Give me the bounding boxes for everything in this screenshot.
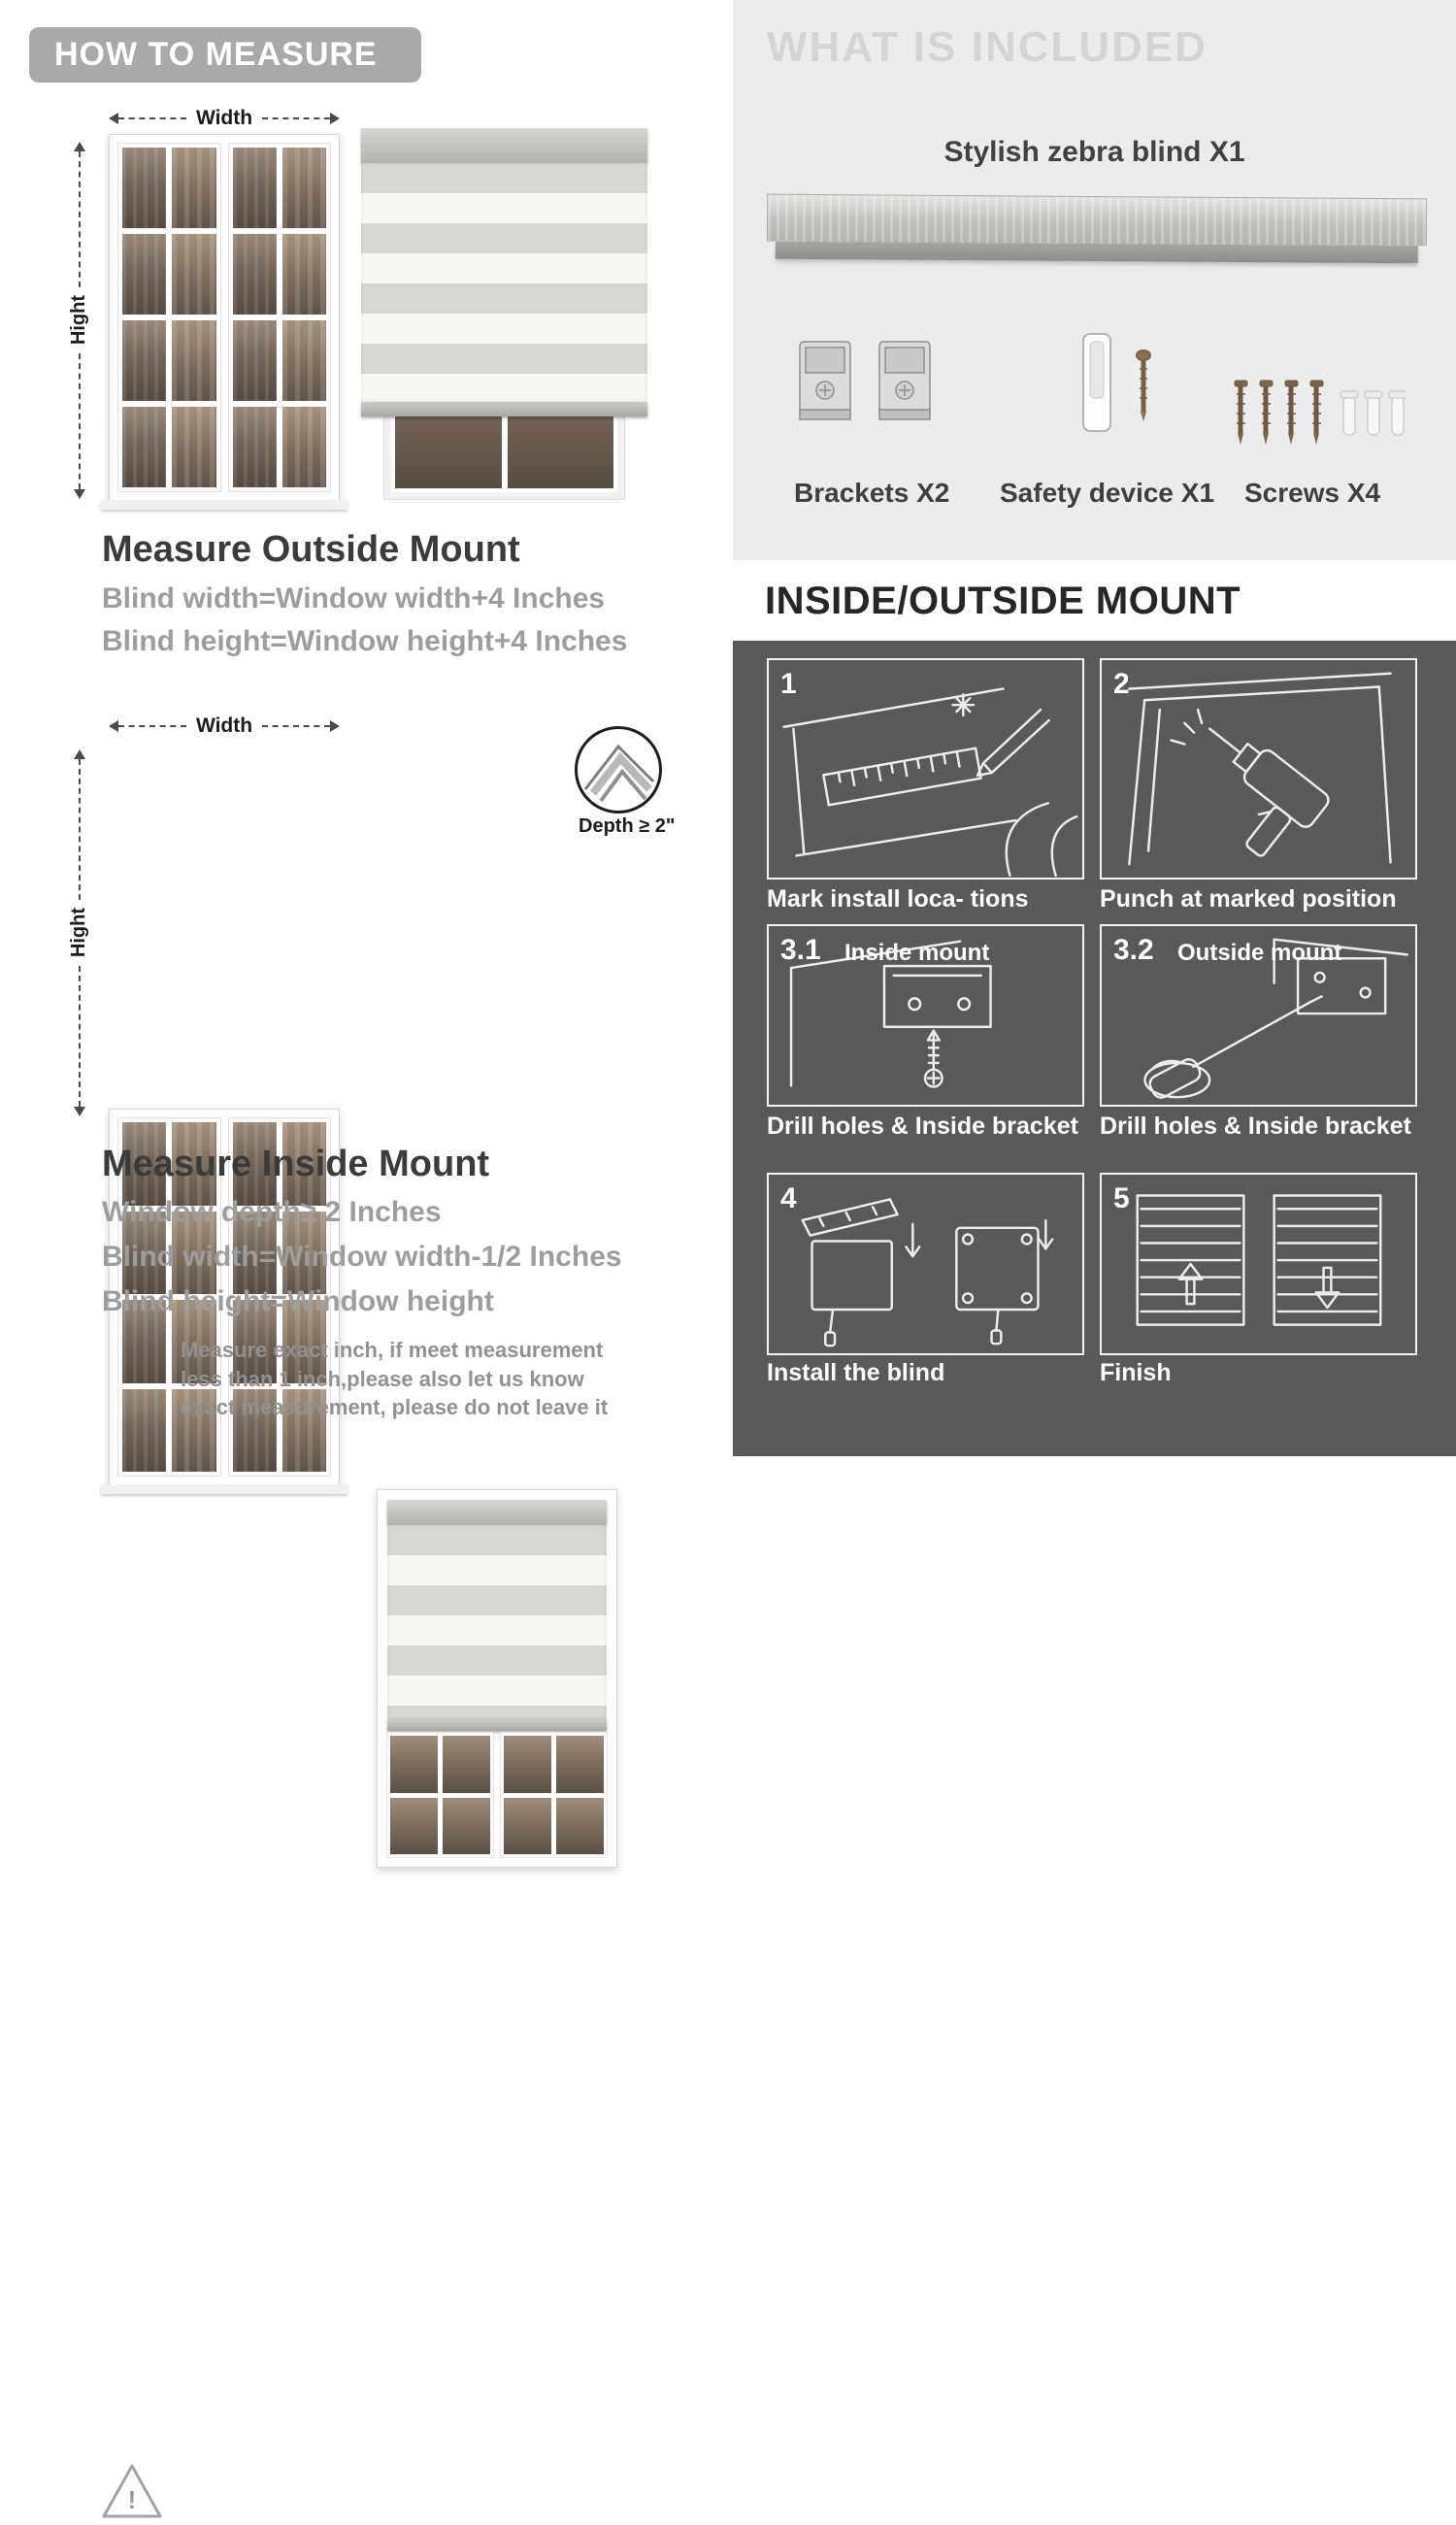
step-number: 2 xyxy=(1113,668,1130,700)
window-sash xyxy=(117,1117,221,1477)
warning-triangle-icon: ! xyxy=(100,2462,164,2520)
warning-exclamation: ! xyxy=(127,2485,137,2514)
height-arrow-inside: Hight xyxy=(68,749,90,1116)
width-arrow-outside: Width xyxy=(109,107,340,130)
step-2-caption: Punch at marked position xyxy=(1100,885,1397,913)
blind-stripes xyxy=(387,1525,607,1719)
step-3-1-box: 3.1 Inside mount xyxy=(767,924,1084,1107)
step-number: 4 xyxy=(780,1182,797,1214)
inside-mount-line2: Blind width=Window width-1/2 Inches xyxy=(102,1241,622,1273)
depth-label: Depth ≥ 2" xyxy=(579,815,676,837)
headrail-product-image xyxy=(766,193,1428,264)
width-label: Width xyxy=(195,107,253,129)
safety-device-label: Safety device X1 xyxy=(1000,478,1215,508)
height-arrow-outside: Hight xyxy=(68,142,90,499)
step-inner-label: Outside mount xyxy=(1177,940,1342,966)
mount-header-band xyxy=(733,560,1456,641)
arrow-up-icon xyxy=(73,749,85,759)
window-corner-icon xyxy=(583,744,655,803)
screws-icon xyxy=(1231,377,1407,461)
infographic-page: HOW TO MEASURE Width Hight Measure Outsi… xyxy=(29,0,1456,2518)
step-number: 3.1 xyxy=(780,934,821,966)
step-2-box: 2 xyxy=(1100,658,1417,880)
step-number: 3.2 xyxy=(1113,934,1154,966)
screws-label: Screws X4 xyxy=(1244,478,1381,508)
outside-mount-line1: Blind width=Window width+4 Inches xyxy=(102,582,606,615)
step-4-caption: Install the blind xyxy=(767,1359,945,1386)
mount-header: INSIDE/OUTSIDE MOUNT xyxy=(765,580,1241,622)
arrow-down-icon xyxy=(73,1107,85,1116)
inside-mount-line3: Blind height=Window height xyxy=(102,1285,494,1317)
window-photo-inside xyxy=(101,1109,347,1494)
install-blind-illustration xyxy=(801,1198,1054,1347)
inside-bracket-illustration xyxy=(789,940,992,1088)
blind-inside-illustration xyxy=(377,1489,617,1868)
width-arrow-inside: Width xyxy=(109,714,340,738)
zebra-blind-label: Stylish zebra blind X1 xyxy=(943,136,1245,168)
arrow-left-icon xyxy=(109,720,118,732)
safety-device-icon xyxy=(1064,330,1190,444)
what-is-included-header: WHAT IS INCLUDED xyxy=(767,23,1208,71)
outside-mount-line2: Blind height=Window height+4 Inches xyxy=(102,625,628,657)
step-number: 5 xyxy=(1113,1182,1130,1214)
step-3-1-caption: Drill holes & Inside bracket xyxy=(767,1113,1078,1140)
what-is-included-panel xyxy=(733,0,1456,560)
window-sash xyxy=(117,143,221,492)
step-4-box: 4 xyxy=(767,1173,1084,1355)
outside-bracket-illustration xyxy=(1143,938,1408,1099)
step-1-box: 1 xyxy=(767,658,1084,880)
blind-headrail xyxy=(387,1500,607,1525)
window-sash xyxy=(227,143,331,492)
window-lower-panes xyxy=(386,1732,608,1858)
brackets-icon xyxy=(794,336,938,438)
arrow-right-icon xyxy=(330,113,340,124)
arrow-left-icon xyxy=(109,113,118,124)
step-number: 1 xyxy=(780,668,797,700)
arrow-up-icon xyxy=(73,142,85,151)
step-1-caption: Mark install loca- tions xyxy=(767,885,1029,913)
blind-stripes xyxy=(361,163,647,402)
width-label: Width xyxy=(195,714,253,737)
mark-locations-illustration xyxy=(782,687,1078,878)
height-label: Hight xyxy=(68,295,89,346)
arrow-down-icon xyxy=(73,489,85,499)
height-label: Hight xyxy=(68,908,89,958)
step-inner-label: Inside mount xyxy=(844,940,990,966)
step-3-2-box: 3.2 Outside mount xyxy=(1100,924,1417,1107)
arrow-right-icon xyxy=(330,720,340,732)
blind-headrail xyxy=(361,128,647,163)
zebra-blind xyxy=(361,128,647,416)
blind-outside-illustration xyxy=(361,128,647,499)
brackets-label: Brackets X2 xyxy=(794,478,950,508)
blind-bottomrail xyxy=(361,402,647,416)
outside-mount-title: Measure Outside Mount xyxy=(102,529,520,570)
step-3-2-caption: Drill holes & Inside bracket xyxy=(1100,1113,1411,1140)
zebra-blind xyxy=(387,1500,607,1731)
inside-mount-line1: Window depth≥ 2 Inches xyxy=(102,1196,442,1228)
step-5-caption: Finish xyxy=(1100,1359,1172,1386)
inside-mount-title: Measure Inside Mount xyxy=(102,1144,490,1184)
finish-illustration xyxy=(1136,1194,1382,1326)
drill-illustration xyxy=(1128,672,1392,866)
depth-detail-circle xyxy=(575,726,662,814)
window-photo-outside xyxy=(101,134,347,510)
window-sash xyxy=(227,1117,331,1477)
warning-text: Measure exact inch, if meet measurement … xyxy=(181,1338,609,1420)
how-to-measure-header: HOW TO MEASURE xyxy=(29,27,421,83)
step-5-box: 5 xyxy=(1100,1173,1417,1355)
blind-bottomrail xyxy=(387,1719,607,1731)
